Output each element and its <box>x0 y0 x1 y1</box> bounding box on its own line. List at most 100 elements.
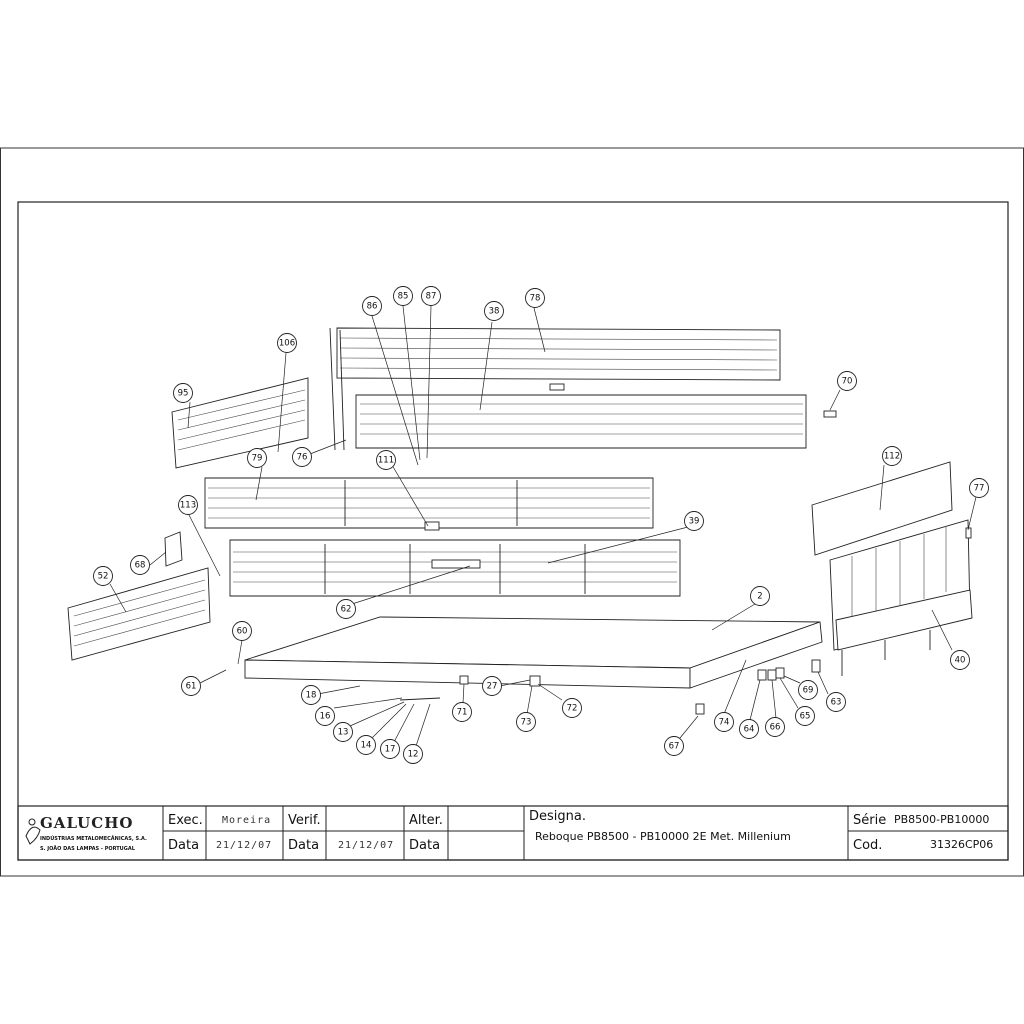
part-66 <box>767 669 777 681</box>
balloon-65: 65 <box>795 706 815 726</box>
balloon-77: 77 <box>969 478 989 498</box>
balloon-69: 69 <box>798 680 818 700</box>
side-panel-79 <box>204 477 654 531</box>
balloon-label: 78 <box>530 294 541 304</box>
balloon-label: 38 <box>489 307 500 317</box>
balloon-label: 27 <box>487 682 498 692</box>
platform-2 <box>244 616 823 689</box>
part-71 <box>459 675 469 685</box>
balloon-label: 40 <box>955 656 966 666</box>
balloon-label: 63 <box>831 698 842 708</box>
balloon-86: 86 <box>362 296 382 316</box>
balloon-62: 62 <box>336 599 356 619</box>
balloon-64: 64 <box>739 719 759 739</box>
balloon-label: 95 <box>178 389 189 399</box>
balloon-label: 67 <box>669 742 680 752</box>
balloon-60: 60 <box>232 621 252 641</box>
balloon-label: 79 <box>252 454 263 464</box>
balloon-61: 61 <box>181 676 201 696</box>
balloon-85: 85 <box>393 286 413 306</box>
serie-value: PB8500-PB10000 <box>894 813 989 826</box>
balloon-label: 70 <box>842 377 853 387</box>
leaders <box>109 305 977 747</box>
balloon-63: 63 <box>826 692 846 712</box>
verif-label: Verif. <box>288 813 321 828</box>
balloon-40: 40 <box>950 650 970 670</box>
balloon-17: 17 <box>380 739 400 759</box>
balloon-27: 27 <box>482 676 502 696</box>
balloon-79: 79 <box>247 448 267 468</box>
front-panel-95 <box>171 377 309 469</box>
balloon-13: 13 <box>333 722 353 742</box>
part-70 <box>823 410 837 418</box>
balloon-label: 12 <box>408 750 419 760</box>
balloon-label: 16 <box>320 712 331 722</box>
verif-date: 21/12/07 <box>338 840 394 851</box>
balloon-2: 2 <box>750 586 770 606</box>
balloon-label: 60 <box>237 627 248 637</box>
balloon-95: 95 <box>173 383 193 403</box>
tailgate-112 <box>811 461 953 556</box>
balloon-label: 76 <box>297 453 308 463</box>
balloon-113: 113 <box>178 495 198 515</box>
balloon-78: 78 <box>525 288 545 308</box>
balloon-label: 2 <box>757 592 762 602</box>
part-63 <box>811 659 821 673</box>
balloon-label: 17 <box>385 745 396 755</box>
balloon-39: 39 <box>684 511 704 531</box>
bracket-68 <box>164 531 183 567</box>
part-balloons: 86 85 87 38 78 106 95 76 70 79 111 113 39 112 77 68 52 62… <box>93 286 989 764</box>
exec-date: 21/12/07 <box>216 840 272 851</box>
balloon-label: 87 <box>426 292 437 302</box>
part-27 <box>529 675 541 687</box>
company-logo: GALUCHO INDÚSTRIAS METALOMECÂNICAS, S.A.… <box>25 814 147 852</box>
balloon-76: 76 <box>292 447 312 467</box>
balloon-label: 77 <box>974 484 985 494</box>
balloon-12: 12 <box>403 744 423 764</box>
balloon-label: 86 <box>367 302 378 312</box>
company-line1: INDÚSTRIAS METALOMECÂNICAS, S.A. <box>40 835 147 842</box>
side-panel-39 <box>229 539 681 597</box>
part-64 <box>757 669 767 681</box>
balloon-68: 68 <box>130 555 150 575</box>
balloon-72: 72 <box>562 698 582 718</box>
balloon-18: 18 <box>301 685 321 705</box>
cod-value: 31326CP06 <box>930 838 993 851</box>
balloon-label: 111 <box>378 456 394 466</box>
balloon-label: 65 <box>800 712 811 722</box>
title-block: GALUCHO INDÚSTRIAS METALOMECÂNICAS, S.A.… <box>17 805 1009 861</box>
serie-label: Série <box>853 813 886 828</box>
designa-value: Reboque PB8500 - PB10000 2E Met. Milleni… <box>535 830 791 843</box>
exec-value: Moreira <box>222 815 271 826</box>
balloon-label: 14 <box>361 741 372 751</box>
part-12 <box>399 697 441 701</box>
balloon-label: 64 <box>744 725 755 735</box>
balloon-label: 52 <box>98 572 109 582</box>
balloon-52: 52 <box>93 566 113 586</box>
alter-date-label: Data <box>409 838 440 853</box>
exec-label: Exec. <box>168 813 203 828</box>
balloon-label: 112 <box>884 452 900 462</box>
front-panel-52 <box>67 567 211 661</box>
side-panel-38 <box>355 383 807 449</box>
balloon-87: 87 <box>421 286 441 306</box>
balloon-label: 72 <box>567 704 578 714</box>
balloon-label: 106 <box>279 339 295 349</box>
parts-drawing <box>67 327 973 715</box>
balloon-label: 13 <box>338 728 349 738</box>
balloon-label: 18 <box>306 691 317 701</box>
balloon-73: 73 <box>516 712 536 732</box>
company-name: GALUCHO <box>40 814 133 832</box>
balloon-38: 38 <box>484 301 504 321</box>
tailgate-40 <box>829 519 973 676</box>
balloon-71: 71 <box>452 702 472 722</box>
part-65 <box>775 667 785 679</box>
balloon-16: 16 <box>315 706 335 726</box>
part-77 <box>965 527 972 539</box>
designa-label: Designa. <box>529 809 586 824</box>
part-67 <box>695 703 705 715</box>
balloon-112: 112 <box>882 446 902 466</box>
side-panel-78 <box>329 327 781 451</box>
cod-label: Cod. <box>853 838 882 853</box>
